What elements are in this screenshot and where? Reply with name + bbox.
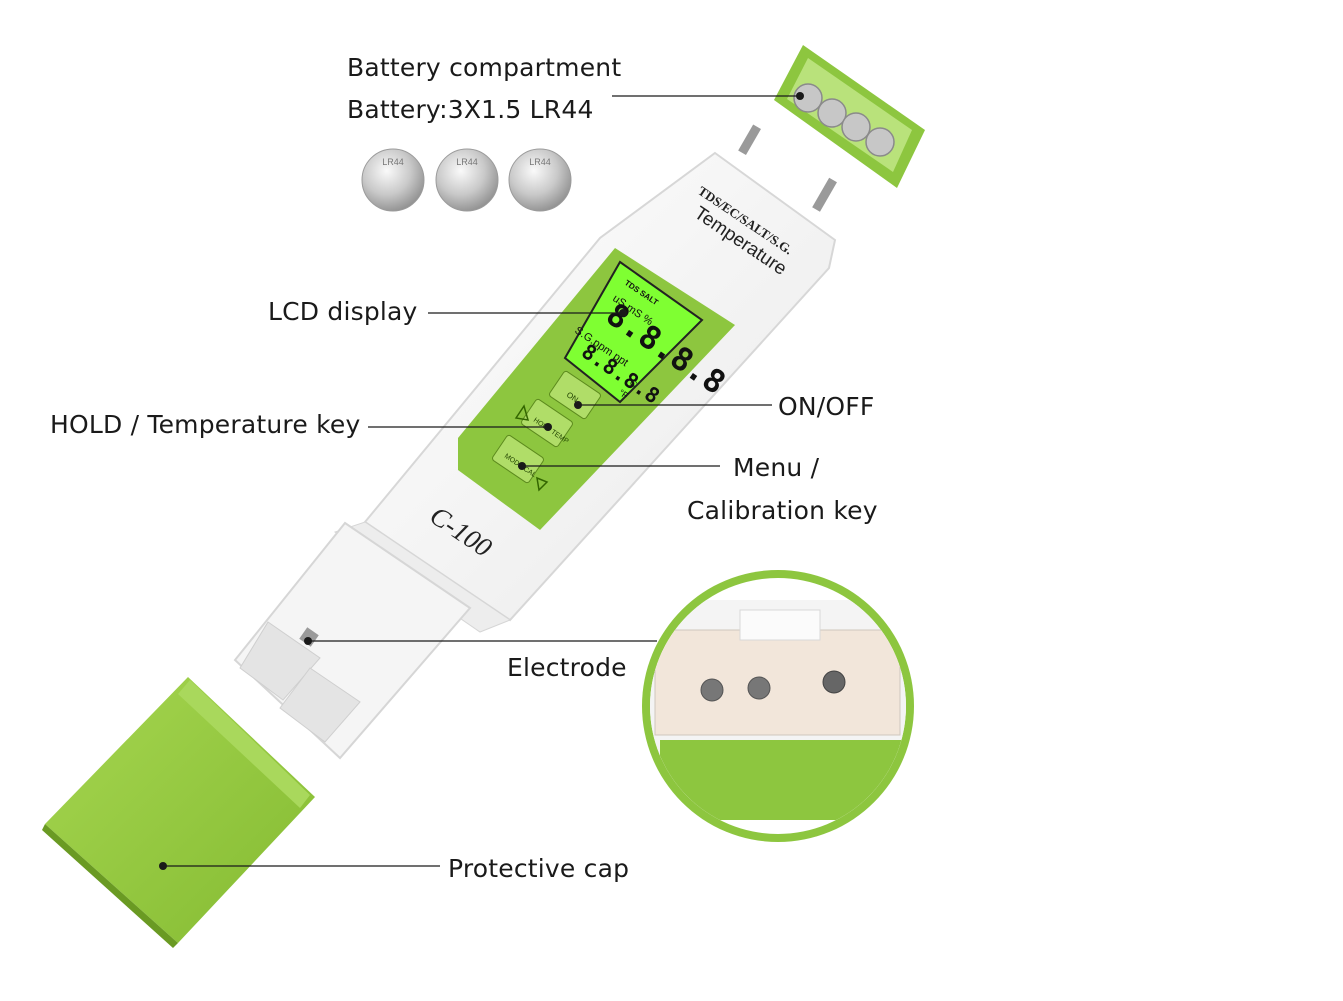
label-protective-cap: Protective cap [448,854,630,883]
coin-text: LR44 [456,157,478,167]
coin-text: LR44 [382,157,404,167]
label-calibration-key: Calibration key [687,496,878,525]
leader-lines [159,92,804,870]
battery-compartment-graphic [738,45,925,212]
label-electrode: Electrode [507,653,627,682]
label-hold-temperature-key: HOLD / Temperature key [50,410,361,439]
label-battery-spec: Battery:3X1.5 LR44 [347,95,594,124]
coin-text: LR44 [529,157,551,167]
protective-cap-graphic [42,677,315,948]
coin-batteries-graphic: LR44 LR44 LR44 [361,148,572,212]
label-battery-compartment: Battery compartment [347,53,622,82]
label-on-off: ON/OFF [778,392,875,421]
label-lcd-display: LCD display [268,297,418,326]
electrode-zoom-graphic [642,570,914,842]
label-menu: Menu / [733,453,820,482]
